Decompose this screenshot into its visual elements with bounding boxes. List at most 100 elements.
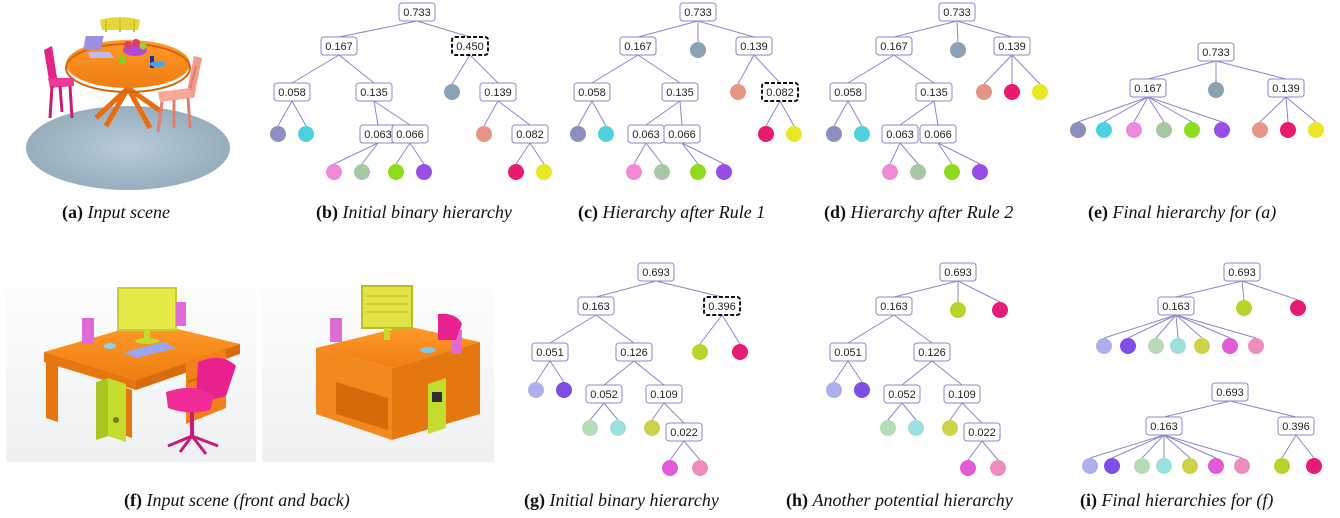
node-value: 0.082	[766, 87, 794, 99]
tree-edge	[535, 360, 551, 383]
node-value: 0.135	[920, 87, 948, 99]
node-value: 0.082	[516, 129, 544, 141]
node-value: 0.063	[632, 129, 660, 141]
tree-edge	[889, 142, 901, 165]
tree-edge	[1147, 96, 1193, 123]
tree-edge	[663, 402, 685, 424]
node-value: 0.052	[888, 389, 916, 401]
caption-h-tag: (h)	[786, 490, 808, 510]
node-value: 0.022	[968, 427, 996, 439]
node-value: 0.163	[880, 301, 908, 313]
leaf-node	[730, 84, 746, 100]
node-value: 0.733	[943, 7, 971, 19]
tree-edge	[893, 314, 933, 344]
node-box	[993, 36, 1031, 56]
highlighted-node-box	[761, 82, 799, 102]
tree-edge	[603, 402, 619, 421]
node-box	[829, 82, 867, 102]
leaf-node	[950, 42, 966, 58]
tree-edge	[1295, 434, 1315, 459]
leaf-node	[910, 164, 926, 180]
tree-edge	[901, 360, 933, 386]
tree-edge	[893, 280, 959, 298]
tree-edge	[591, 54, 639, 84]
leaf-node	[690, 164, 706, 180]
tree-edge	[961, 402, 983, 424]
tree-edge	[683, 440, 701, 461]
tree-edge	[956, 20, 959, 43]
tree-edge	[591, 100, 607, 127]
caption-h: (h) Another potential hierarchy	[786, 490, 1013, 511]
tree-edge	[967, 440, 983, 461]
tree-edge	[1175, 314, 1231, 339]
tree-edge	[887, 402, 903, 421]
leaf-node	[388, 164, 404, 180]
leaf-node	[416, 164, 432, 180]
caption-a: (a) Input scene	[62, 202, 170, 223]
tree-edge	[1103, 96, 1149, 123]
tree-edge	[1163, 434, 1217, 459]
leaf-node	[854, 382, 870, 398]
tree-edge	[833, 360, 849, 383]
tree-edge	[515, 142, 531, 165]
leaf-node	[1120, 338, 1136, 354]
leaf-node	[960, 460, 976, 476]
tree-edge	[595, 280, 657, 298]
leaf-node	[826, 382, 842, 398]
node-value: 0.167	[880, 41, 908, 53]
tree-edge	[361, 142, 379, 165]
tree-edge	[697, 20, 755, 38]
node-value: 0.058	[834, 87, 862, 99]
leaf-node	[598, 126, 614, 142]
tree-edge	[589, 402, 605, 421]
node-box	[615, 342, 653, 362]
leaf-node	[1222, 338, 1238, 354]
node-box	[938, 2, 976, 22]
node-value: 0.733	[684, 7, 712, 19]
leaf-node	[944, 164, 960, 180]
caption-b-text: Initial binary hierarchy	[342, 202, 512, 222]
tree-edge	[291, 54, 340, 84]
leaf-node	[1156, 122, 1172, 138]
node-value: 0.126	[620, 347, 648, 359]
leaf-node	[626, 164, 642, 180]
node-value: 0.022	[670, 427, 698, 439]
node-value: 0.135	[360, 87, 388, 99]
node-value: 0.139	[1272, 83, 1300, 95]
node-box	[1211, 382, 1249, 402]
tree-edge	[1281, 434, 1297, 459]
node-box	[1277, 416, 1315, 436]
tree-edge	[1011, 54, 1041, 85]
caption-f: (f) Input scene (front and back)	[124, 490, 350, 511]
tree-edge	[637, 20, 699, 38]
leaf-node	[1306, 458, 1322, 474]
tree-edge	[633, 360, 665, 386]
tree-edge	[847, 360, 863, 383]
leaf-node	[1290, 300, 1306, 316]
tree-edge	[1215, 60, 1287, 80]
leaf-node	[354, 164, 370, 180]
node-value: 0.139	[740, 41, 768, 53]
node-value: 0.051	[834, 347, 862, 359]
node-value: 0.167	[624, 41, 652, 53]
tree-edge	[699, 314, 723, 345]
tree-edge	[645, 142, 663, 165]
node-box	[1197, 42, 1235, 62]
leaf-node	[972, 164, 988, 180]
node-box	[881, 124, 919, 144]
tree-edge	[633, 142, 647, 165]
node-value: 0.066	[396, 129, 424, 141]
caption-d: (d) Hierarchy after Rule 2	[824, 202, 1013, 223]
node-box	[320, 36, 358, 56]
node-value: 0.063	[364, 129, 392, 141]
tree-edge	[779, 100, 795, 127]
caption-g-tag: (g)	[524, 490, 545, 510]
tree-edge	[1241, 280, 1245, 301]
caption-e: (e) Final hierarchy for (a)	[1088, 202, 1276, 223]
tree-edge	[1229, 400, 1297, 418]
node-value: 0.139	[998, 41, 1026, 53]
node-value: 0.167	[325, 41, 353, 53]
